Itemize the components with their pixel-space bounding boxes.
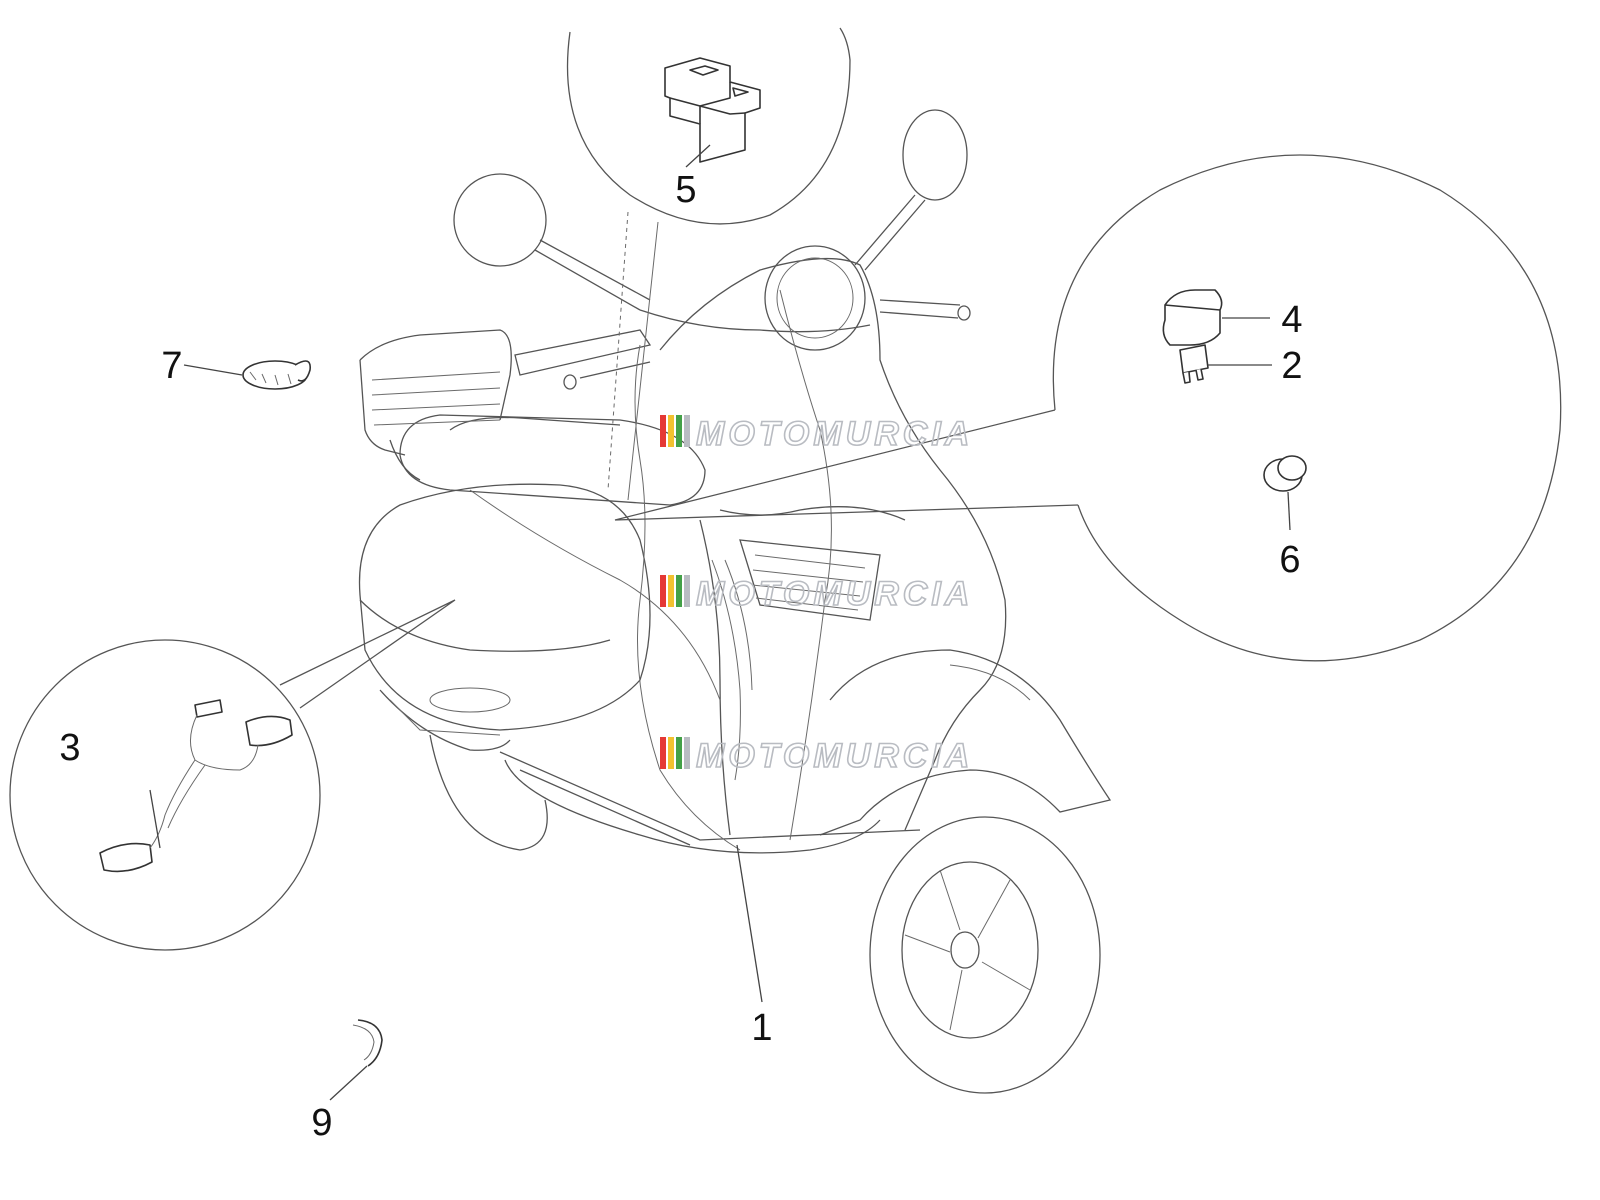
- relay-connector-part: [664, 57, 761, 163]
- watermark-stripe: [668, 737, 674, 769]
- cable-tie-part: [242, 360, 312, 390]
- watermark-stripe: [676, 737, 682, 769]
- callout-2: 2: [1281, 345, 1302, 387]
- watermark-stripe: [660, 737, 666, 769]
- harness-part: [99, 699, 293, 873]
- scooter-outline: [358, 109, 1112, 1094]
- clip-part: [352, 1019, 383, 1067]
- leader-lines: [149, 144, 1291, 1101]
- watermark-stripe: [676, 415, 682, 447]
- callout-5: 5: [675, 169, 696, 211]
- callout-numbers: 1 2 3 4 5 6 7 9: [59, 169, 1302, 1144]
- detail-circle-right: [614, 154, 1562, 662]
- grommet-part: [1263, 455, 1307, 492]
- watermark-stripe: [684, 415, 690, 447]
- watermark-3: MOTOMURCIA: [660, 736, 973, 776]
- callout-4: 4: [1281, 299, 1302, 341]
- callout-1: 1: [751, 1007, 772, 1049]
- watermark-2: MOTOMURCIA: [660, 574, 973, 614]
- watermark-text: MOTOMURCIA: [696, 415, 973, 453]
- blade-fuse-part: [1179, 344, 1209, 384]
- watermark-stripe: [684, 737, 690, 769]
- watermark-stripe: [676, 575, 682, 607]
- watermark-text: MOTOMURCIA: [696, 737, 973, 775]
- watermark-1: MOTOMURCIA: [660, 414, 973, 454]
- detail-circle-left: [9, 599, 456, 951]
- watermark-stripe: [668, 415, 674, 447]
- watermark-text: MOTOMURCIA: [696, 575, 973, 613]
- fuse-cover-part: [1162, 289, 1223, 346]
- callout-6: 6: [1279, 539, 1300, 581]
- callout-3: 3: [59, 727, 80, 769]
- callout-9: 9: [311, 1102, 332, 1144]
- detail-circle-top: [566, 27, 851, 501]
- watermark-stripe: [684, 575, 690, 607]
- watermark-stripe: [660, 575, 666, 607]
- watermark-stripe: [668, 575, 674, 607]
- callout-7: 7: [161, 345, 182, 387]
- watermark-stripe: [660, 415, 666, 447]
